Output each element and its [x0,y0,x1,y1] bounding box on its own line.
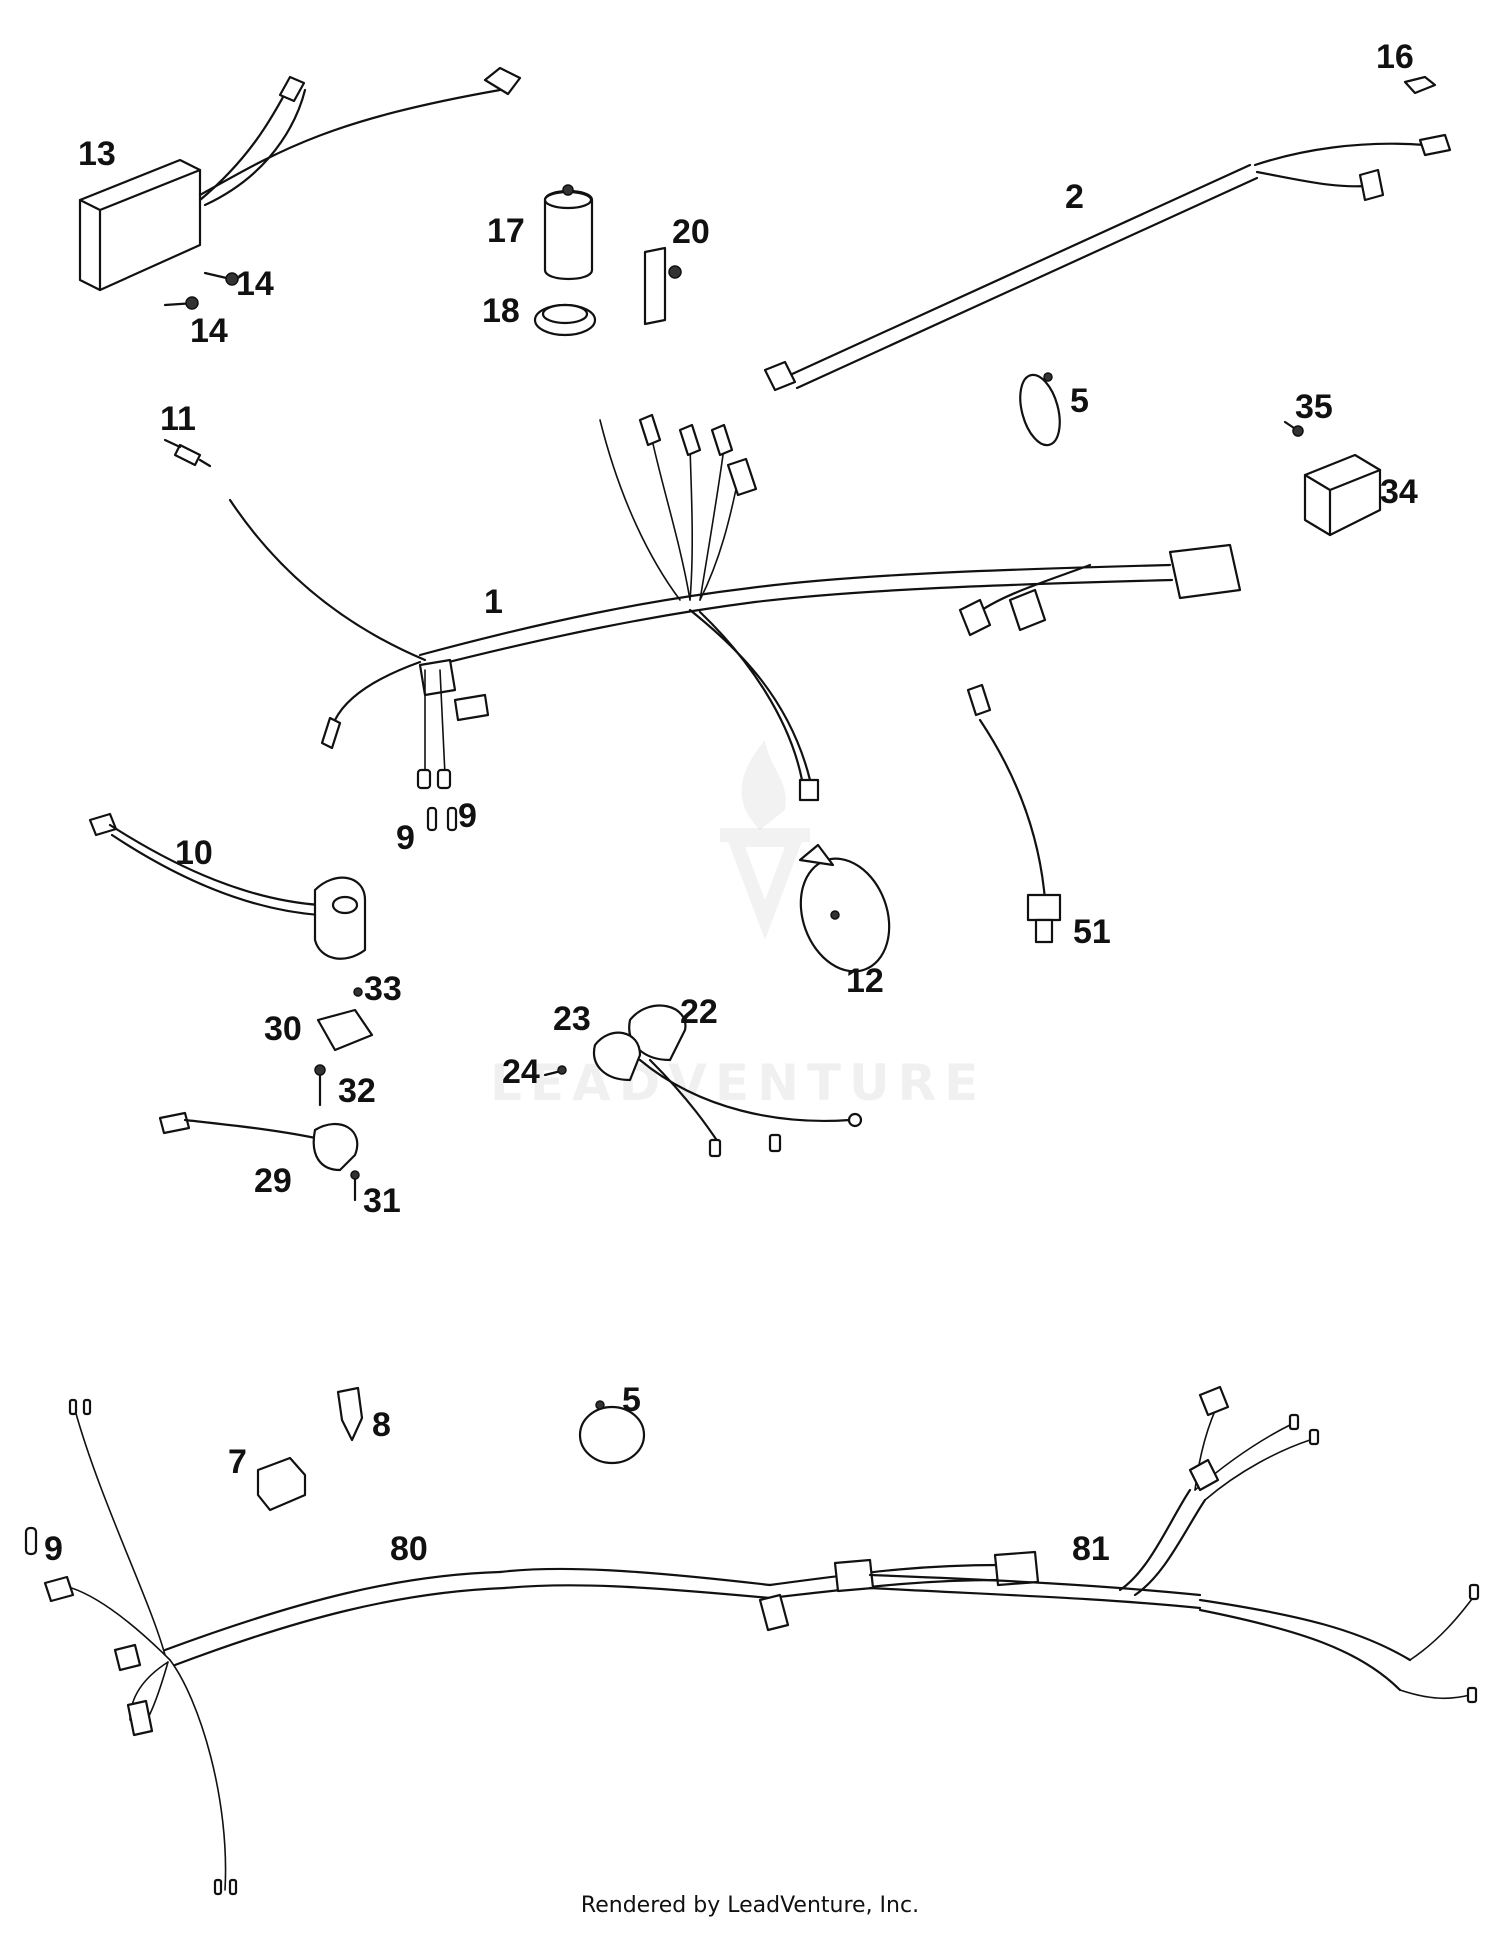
screw-part-32 [314,1064,326,1107]
pin-part-9-lower [24,1526,38,1556]
callout-80: 80 [390,1530,428,1568]
harness-part-2 [763,133,1452,392]
callout-20: 20 [672,213,710,251]
callout-14-top: 14 [236,265,274,303]
callout-9-lower: 9 [44,1530,63,1568]
sensor-part-11 [163,438,212,468]
callout-24: 24 [502,1053,540,1091]
clamp-part-30 [316,1008,374,1052]
bracket-part-20 [643,246,682,326]
callout-9-left: 9 [396,819,415,857]
sensor-part-51 [966,683,1062,944]
cable-tie-part-upper [1019,372,1061,447]
harness-part-81 [833,1385,1480,1704]
callout-12: 12 [846,962,884,1000]
callout-34: 34 [1380,473,1418,511]
callout-33: 33 [364,970,402,1008]
callout-14-bottom: 14 [190,312,228,350]
callout-23: 23 [553,1000,591,1038]
horn-part [798,843,891,973]
callout-7: 7 [228,1443,247,1481]
callout-1: 1 [484,583,503,621]
clamp-part-23 [592,1031,642,1082]
switch-wiring-part [638,1058,863,1158]
screw-part-14 [163,271,239,310]
callout-17: 17 [487,212,525,250]
callout-16: 16 [1376,38,1414,76]
watermark-text: LEADVENTURE [490,1054,986,1112]
callout-11: 11 [160,400,196,438]
voltage-regulator-part [1303,453,1382,537]
callout-32: 32 [338,1072,376,1110]
callout-22: 22 [680,993,718,1031]
switch-part-10 [88,812,367,960]
callout-35: 35 [1295,388,1333,426]
harness-part-80 [43,1398,1040,1896]
capacitor-part [543,184,594,280]
callout-13: 13 [78,135,116,173]
relay-part-7 [256,1456,307,1512]
bracket-part-8 [336,1386,364,1442]
screw-part-31 [350,1170,360,1202]
screw-part-24 [543,1065,567,1077]
screw-part-35 [1283,420,1304,437]
callout-31: 31 [363,1182,401,1220]
callout-81: 81 [1072,1530,1110,1568]
callout-2: 2 [1065,178,1084,216]
callout-5-upper: 5 [1070,382,1089,420]
switch-part-29 [158,1111,359,1172]
callout-labels: 13 14 14 17 18 20 16 2 5 35 34 11 1 9 9 … [44,38,1418,1568]
cable-tie-part-lower [578,1400,646,1465]
bulb-part [1403,75,1437,95]
callout-29: 29 [254,1162,292,1200]
capacitor-holder-part [533,303,597,337]
nut-part-33 [353,987,363,997]
callout-30: 30 [264,1010,302,1048]
pin-part-9-upper [426,806,458,832]
cdi-unit-part [78,66,522,292]
credit-line: Rendered by LeadVenture, Inc. [580,1893,920,1918]
callout-51: 51 [1073,913,1111,951]
callout-18: 18 [482,292,520,330]
main-harness-part-1 [228,413,1242,802]
callout-10: 10 [175,834,213,872]
leadventure-watermark: LEADVENTURE [490,740,986,1112]
callout-9-right: 9 [458,797,477,835]
callout-5-lower: 5 [622,1381,641,1419]
callout-8: 8 [372,1406,391,1444]
